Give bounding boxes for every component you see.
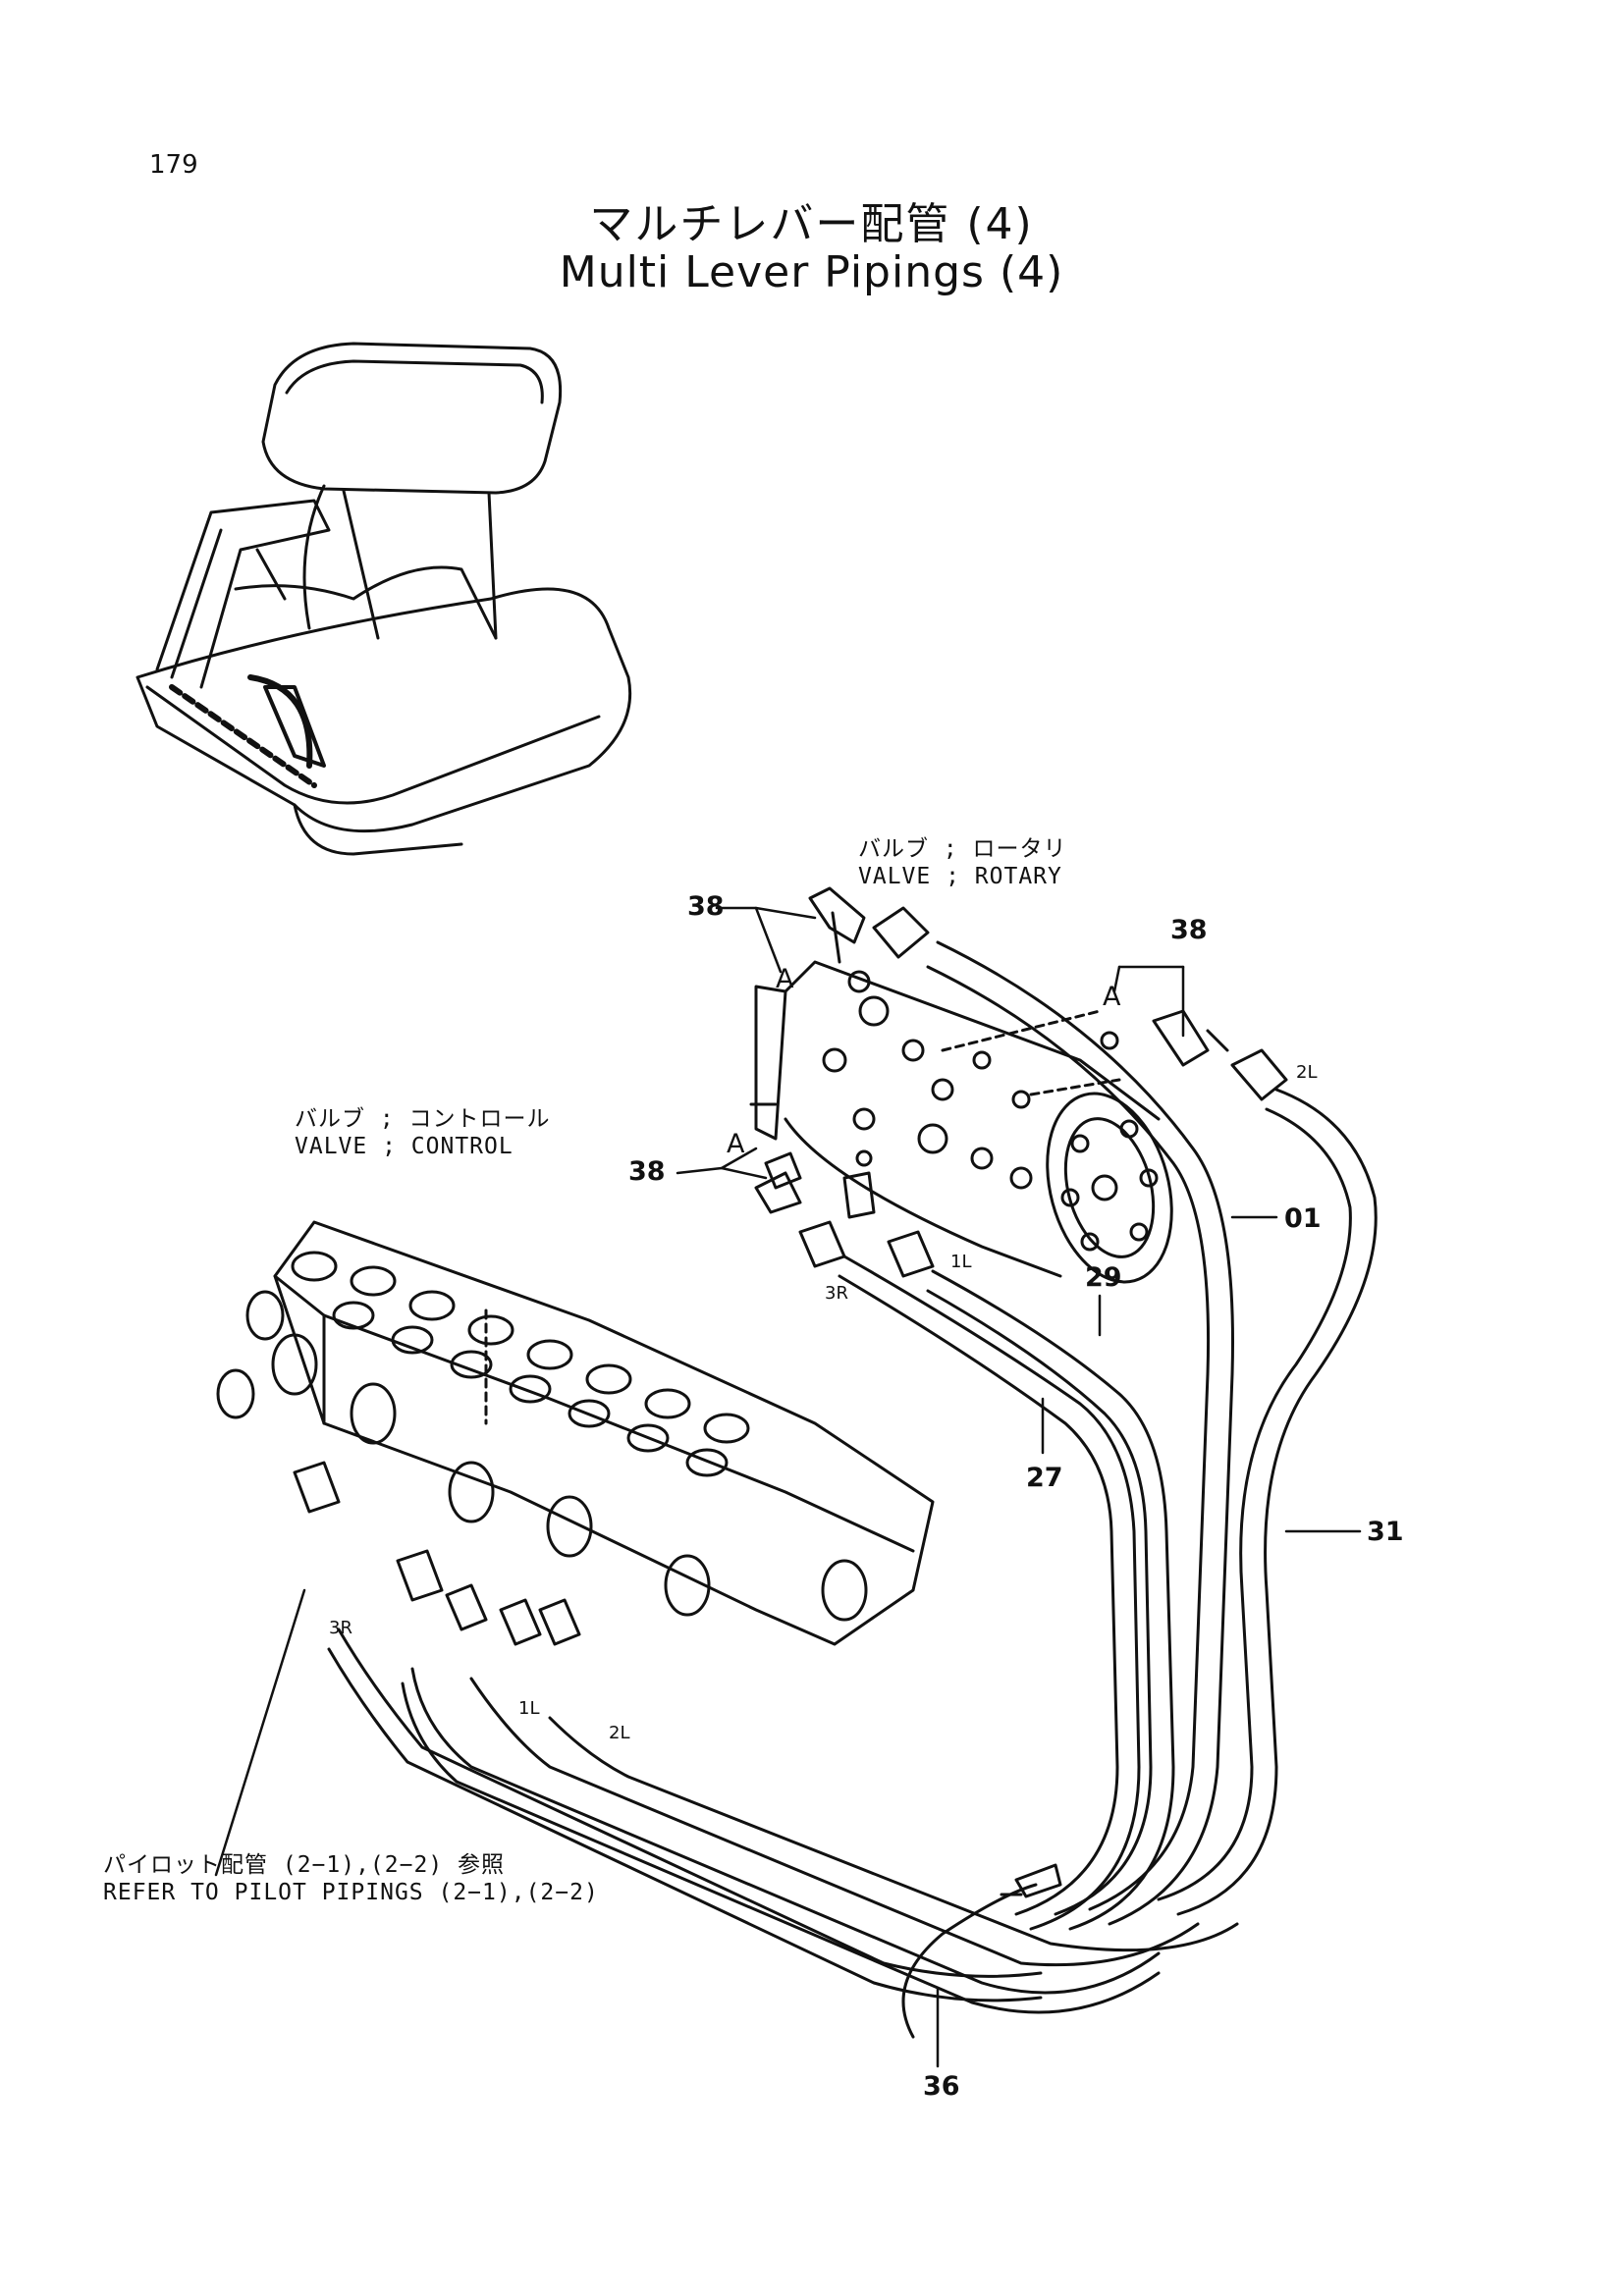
title-english: Multi Lever Pipings (4) <box>559 247 1064 297</box>
machine-overview-illustration <box>135 342 632 856</box>
port-label: 1L <box>518 1698 540 1719</box>
control-valve-drawing <box>216 1220 935 1646</box>
page-number: 179 <box>149 150 198 180</box>
rotary-valve-fittings <box>749 886 1288 1278</box>
part-callout: 27 <box>1026 1463 1063 1493</box>
rotary-valve-label-jp: バルブ ; ロータリ <box>858 836 1067 862</box>
control-valve-label-jp: バルブ ; コントロール <box>295 1106 551 1132</box>
part-callout: 36 <box>923 2071 960 2102</box>
hose-bundle <box>327 940 1378 2039</box>
part-callout: 38 <box>628 1156 666 1187</box>
view-marker: A <box>727 1129 745 1159</box>
rotary-valve-label-en: VALVE ; ROTARY <box>858 864 1062 889</box>
port-label: 3R <box>825 1283 848 1304</box>
part-callout: 38 <box>1170 915 1208 945</box>
part-callout: 31 <box>1367 1517 1404 1547</box>
part-callout: 38 <box>687 891 725 922</box>
leader-lines <box>214 906 1362 2068</box>
pilot-reference-label-jp: パイロット配管 (2−1),(2−2) 参照 <box>103 1852 506 1878</box>
part-callout: 01 <box>1284 1203 1322 1234</box>
view-marker: A <box>1103 982 1121 1012</box>
view-marker: A <box>776 964 794 994</box>
port-label: 1L <box>950 1252 972 1272</box>
rotary-valve-drawing <box>754 960 1173 1284</box>
control-valve-label-en: VALVE ; CONTROL <box>295 1134 514 1159</box>
port-label: 2L <box>609 1723 630 1743</box>
title-japanese: マルチレバー配管 (4) <box>589 199 1034 249</box>
port-label: 3R <box>329 1618 352 1638</box>
pilot-reference-label-en: REFER TO PILOT PIPINGS (2−1),(2−2) <box>103 1880 599 1905</box>
part-callout: 29 <box>1085 1262 1122 1293</box>
port-label: 2L <box>1296 1062 1318 1083</box>
